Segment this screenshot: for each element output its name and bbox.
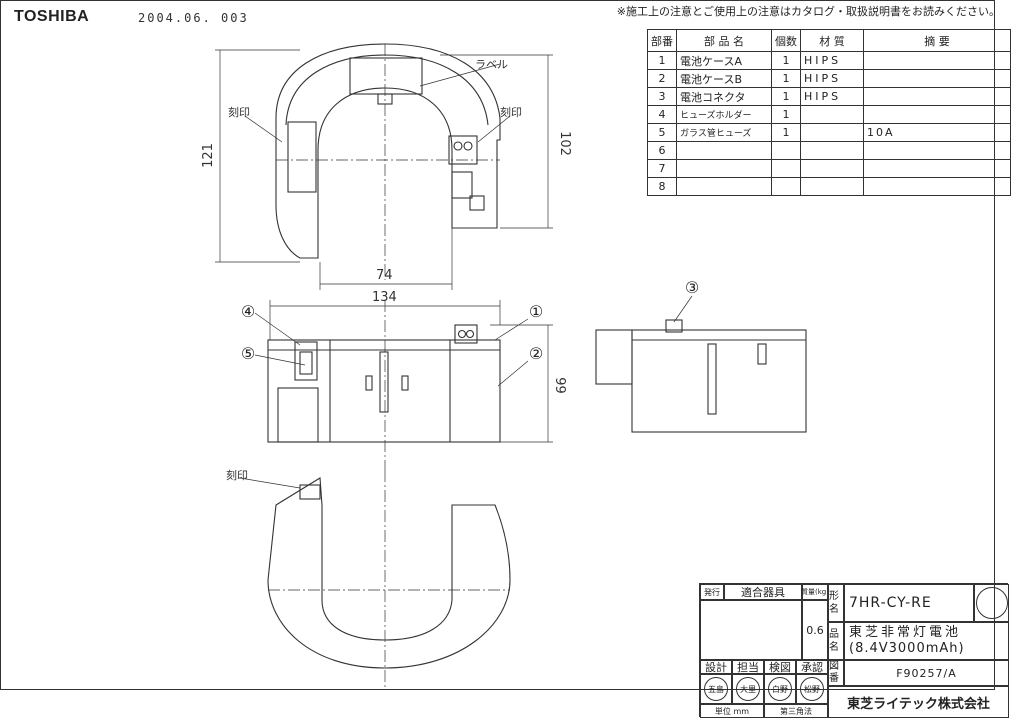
cell: 1 xyxy=(771,105,801,124)
drawing-frame xyxy=(0,0,995,690)
front-view xyxy=(267,300,501,470)
cell xyxy=(863,51,1011,70)
balloon-4: ④ xyxy=(240,302,256,321)
engrave-bottom-text: 刻印 xyxy=(226,469,248,482)
tb-compatible-area xyxy=(700,600,802,660)
tb-mass-label: 質量(kg) xyxy=(802,584,828,600)
cell: 電池ケースA xyxy=(676,51,772,70)
table-row: 8 xyxy=(647,177,1011,196)
top-view xyxy=(275,43,501,280)
parts-col-material: 材 質 xyxy=(800,29,864,52)
cell: 電池ケースB xyxy=(676,69,772,88)
tb-product-line2: (8.4V3000mAh) xyxy=(849,641,965,656)
cell: 7 xyxy=(647,159,677,178)
cell xyxy=(800,105,864,124)
cell: ガラス管ヒューズ xyxy=(676,123,772,142)
tb-role-charge: 担当 xyxy=(732,660,764,674)
dim-height-right: 102 xyxy=(556,131,572,156)
dim-height-total: 121 xyxy=(200,143,216,168)
tb-role-design: 設計 xyxy=(700,660,732,674)
cell: 1 xyxy=(771,123,801,142)
tb-drawing-no: F90257/A xyxy=(844,660,1009,686)
cell: 5 xyxy=(647,123,677,142)
stamp-3: 白野 xyxy=(768,677,792,701)
table-row: 6 xyxy=(647,141,1011,160)
label-tag-text: ラベル xyxy=(475,58,508,71)
cell: 1 xyxy=(647,51,677,70)
title-block: 発行 適合器具 質量(kg) 0.6 形名 7HR-CY-RE 品名 東芝非常灯… xyxy=(699,583,1009,718)
cell: 1 xyxy=(771,69,801,88)
dimension-lines xyxy=(215,49,553,443)
cell xyxy=(863,69,1011,88)
side-view xyxy=(595,319,807,433)
parts-col-name: 部 品 名 xyxy=(676,29,772,52)
cell xyxy=(863,87,1011,106)
tb-issue: 発行 xyxy=(700,584,724,600)
bottom-view xyxy=(267,470,511,690)
cell: 8 xyxy=(647,177,677,196)
tb-product-label: 品名 xyxy=(828,622,844,660)
balloon-1: ① xyxy=(528,302,544,321)
tb-company: 東芝ライテック株式会社 xyxy=(828,686,1009,718)
cell: 2 xyxy=(647,69,677,88)
stamp-2: 大里 xyxy=(736,677,760,701)
tb-mass: 0.6 xyxy=(802,600,828,660)
cell: 6 xyxy=(647,141,677,160)
drawing-date: 2004.06. 003 xyxy=(138,11,249,25)
parts-col-qty: 個数 xyxy=(771,29,801,52)
engrave-left-text: 刻印 xyxy=(228,106,250,119)
toshiba-logo: TOSHIBA xyxy=(14,8,90,25)
tb-compatible: 適合器具 xyxy=(724,584,802,600)
dim-side-height: 66 xyxy=(554,377,570,394)
parts-col-no: 部番 xyxy=(647,29,677,52)
cell: 3 xyxy=(647,87,677,106)
tb-stamp-cell-2: 大里 xyxy=(732,674,764,704)
tb-model-label: 形名 xyxy=(828,584,844,622)
cell: ヒューズホルダー xyxy=(676,105,772,124)
stamp-4: 松野 xyxy=(800,677,824,701)
cell xyxy=(800,123,864,142)
tb-model: 7HR-CY-RE xyxy=(844,584,974,622)
parts-col-remarks: 摘 要 xyxy=(863,29,1011,52)
revision-circle xyxy=(975,587,1008,619)
cell: 1 xyxy=(771,87,801,106)
tb-revision-area xyxy=(974,584,1009,622)
engrave-right-text: 刻印 xyxy=(500,106,522,119)
balloon-3: ③ xyxy=(684,278,700,297)
tb-drawing-no-label: 図番 xyxy=(828,660,844,686)
parts-header-row: 部番 部 品 名 個数 材 質 摘 要 xyxy=(647,29,1011,52)
cell: 1 xyxy=(771,51,801,70)
balloon-2: ② xyxy=(528,344,544,363)
tb-product-line1: 東芝非常灯電池 xyxy=(849,625,962,640)
tb-stamp-cell-1: 五島 xyxy=(700,674,732,704)
tb-role-check: 検図 xyxy=(764,660,796,674)
cell: 10A xyxy=(863,123,1011,142)
tb-role-approve: 承認 xyxy=(796,660,828,674)
tb-unit: 単位 mm xyxy=(700,704,764,718)
cell: HIPS xyxy=(800,69,864,88)
tb-stamp-cell-4: 松野 xyxy=(796,674,828,704)
tb-projection: 第三角法 xyxy=(764,704,828,718)
cell: HIPS xyxy=(800,51,864,70)
cell xyxy=(863,105,1011,124)
table-row: 7 xyxy=(647,159,1011,178)
dim-width-total: 134 xyxy=(372,290,397,305)
dim-width-inner: 74 xyxy=(376,268,393,283)
tb-product: 東芝非常灯電池 (8.4V3000mAh) xyxy=(844,622,1009,660)
tb-stamp-cell-3: 白野 xyxy=(764,674,796,704)
cell: 電池コネクタ xyxy=(676,87,772,106)
balloon-5: ⑤ xyxy=(240,344,256,363)
cell: 4 xyxy=(647,105,677,124)
caution-note: ※施工上の注意とご使用上の注意はカタログ・取扱説明書をお読みください。 xyxy=(616,5,1000,18)
stamp-1: 五島 xyxy=(704,677,728,701)
leader-lines xyxy=(239,63,693,489)
cell: HIPS xyxy=(800,87,864,106)
